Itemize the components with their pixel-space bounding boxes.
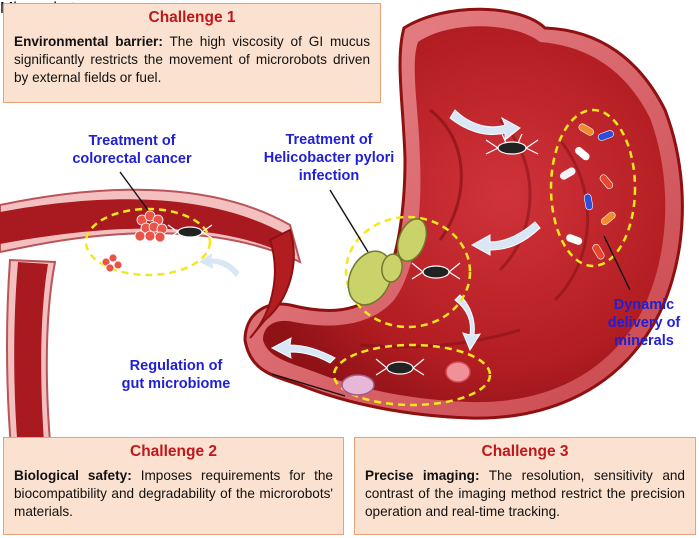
microrobot-1 <box>485 133 539 155</box>
challenge-1-box: Challenge 1 Environmental barrier: The h… <box>3 3 381 103</box>
arrow-2 <box>470 221 541 256</box>
challenge-2-text: Imposes requirements for the biocompatib… <box>14 468 333 519</box>
label-microbiome-line-2: gut microbiome <box>121 376 231 392</box>
arrow-1 <box>449 109 521 142</box>
microrobot-3 <box>411 262 461 280</box>
label-colorectal: Treatment of colorectal cancer <box>62 132 202 168</box>
label-hpylori-line-3: infection <box>298 168 360 184</box>
label-minerals-line-3: minerals <box>614 333 674 349</box>
challenge-3-text: The resolution, sensitivity and contrast… <box>365 468 685 519</box>
challenge-3-body: Precise imaging: The resolution, sensiti… <box>365 467 685 521</box>
label-colorectal-line-2: colorectal cancer <box>72 151 192 167</box>
microrobots <box>167 133 539 376</box>
challenge-2-heading: Biological safety: <box>14 468 132 483</box>
label-microbiome: Regulation of gut microbiome <box>106 357 246 393</box>
target-zones <box>84 108 637 407</box>
label-hpylori-line-1: Treatment of <box>285 132 373 148</box>
challenge-3-title: Challenge 3 <box>481 443 569 460</box>
zone-microbiome <box>332 343 492 407</box>
challenge-1-heading: Environmental barrier: <box>14 34 163 49</box>
microrobot-2 <box>167 224 213 239</box>
challenge-2-box: Challenge 2 Biological safety: Imposes r… <box>3 437 344 535</box>
microrobot-4 <box>375 358 425 376</box>
microbiome-cells <box>341 361 471 396</box>
zone-minerals <box>549 108 637 268</box>
challenge-3-heading: Precise imaging: <box>365 468 480 483</box>
stomach <box>243 7 684 420</box>
challenge-2-title: Challenge 2 <box>130 443 217 460</box>
challenge-3-box: Challenge 3 Precise imaging: The resolut… <box>354 437 696 535</box>
label-colorectal-line-1: Treatment of <box>88 133 176 149</box>
mineral-pills <box>560 123 616 260</box>
leader-lines <box>119 171 631 397</box>
label-minerals: Dynamic delivery of minerals <box>594 296 694 350</box>
label-minerals-line-2: delivery of <box>607 315 681 331</box>
challenge-1-body: Environmental barrier: The high viscosit… <box>14 33 370 87</box>
arrow-5 <box>197 250 241 279</box>
flow-arrows <box>197 109 541 364</box>
tumor-cells <box>101 210 168 273</box>
challenge-1-title: Challenge 1 <box>148 9 236 26</box>
zone-hpylori <box>344 215 472 329</box>
label-hpylori-line-2: Helicobacter pylori <box>263 150 395 166</box>
label-microbiome-line-1: Regulation of <box>129 358 223 374</box>
label-minerals-line-1: Dynamic <box>613 297 675 313</box>
label-hpylori: Treatment of Helicobacter pylori infecti… <box>244 131 414 185</box>
challenge-1-text: The high viscosity of GI mucus significa… <box>14 34 370 85</box>
challenge-2-body: Biological safety: Imposes requirements … <box>14 467 333 521</box>
arrow-3 <box>454 294 482 352</box>
arrow-4 <box>270 337 336 364</box>
bacteria <box>347 218 428 306</box>
